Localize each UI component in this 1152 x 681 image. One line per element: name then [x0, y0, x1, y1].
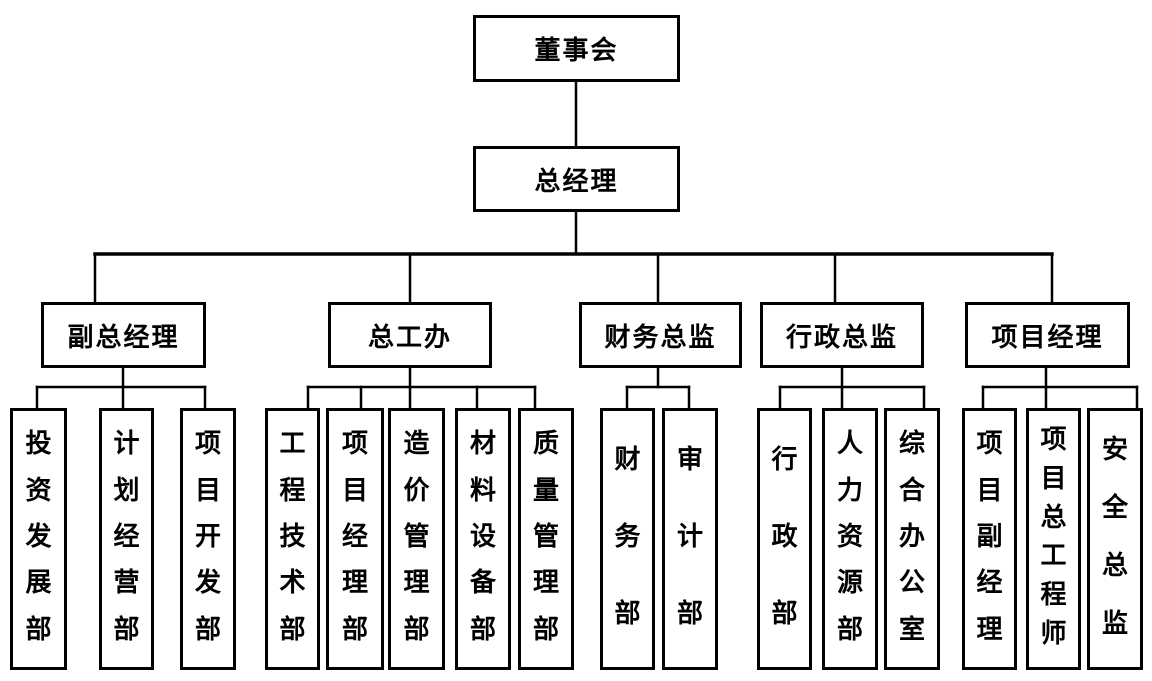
node-cost-management-dept: 造价管理部 — [388, 408, 445, 670]
node-general-office: 综合办公室 — [884, 408, 940, 670]
node-safety-director: 安全总监 — [1087, 408, 1143, 670]
node-finance-dept: 财务部 — [600, 408, 655, 670]
node-engineering-technology-dept: 工程技术部 — [265, 408, 320, 670]
node-project-development-dept: 项目开发部 — [180, 408, 236, 670]
node-materials-equipment-dept: 材料设备部 — [455, 408, 511, 670]
node-investment-development-dept: 投资发展部 — [10, 408, 67, 670]
node-general-manager: 总经理 — [473, 146, 680, 212]
node-finance-director: 财务总监 — [579, 302, 742, 368]
node-chief-engineer-office: 总工办 — [328, 302, 492, 368]
node-deputy-project-manager: 项目副经理 — [962, 408, 1017, 670]
node-quality-management-dept: 质量管理部 — [518, 408, 574, 670]
node-planning-operations-dept: 计划经营部 — [99, 408, 154, 670]
node-administration-dept: 行政部 — [757, 408, 812, 670]
node-human-resources-dept: 人力资源部 — [822, 408, 878, 670]
node-deputy-general-manager: 副总经理 — [41, 302, 206, 368]
node-project-manager-dept: 项目经理部 — [326, 408, 384, 670]
node-audit-dept: 审计部 — [662, 408, 718, 670]
node-admin-director: 行政总监 — [760, 302, 924, 368]
node-board-of-directors: 董事会 — [473, 15, 680, 82]
node-project-manager: 项目经理 — [965, 302, 1130, 368]
node-project-chief-engineer: 项目总工程师 — [1026, 408, 1081, 670]
